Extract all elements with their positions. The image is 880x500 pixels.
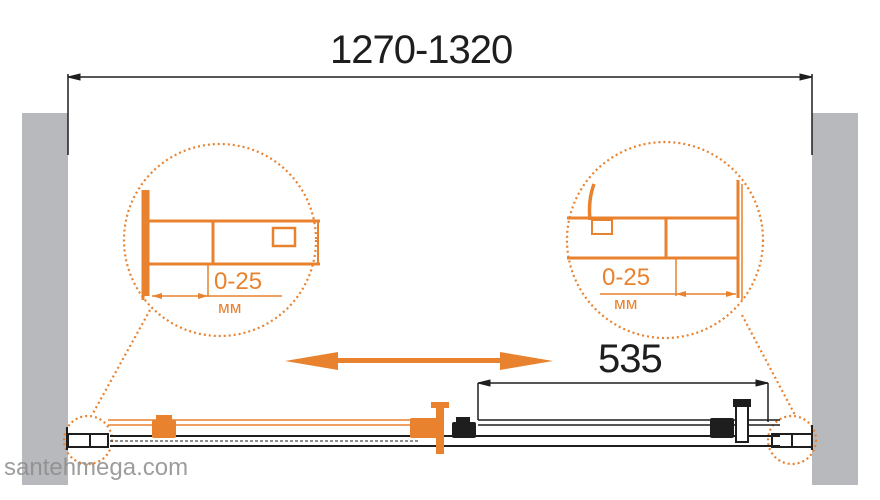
roller-center xyxy=(410,402,449,454)
right-wall xyxy=(812,113,858,485)
right-wall-profile xyxy=(771,425,813,450)
right-profile-detail xyxy=(567,180,743,300)
watermark: santehmega.com xyxy=(4,454,189,481)
left-wall-profile xyxy=(66,427,109,450)
overall-dimension-line xyxy=(67,73,813,155)
right-detail-magnifier xyxy=(565,140,818,466)
overall-width-label: 1270-1320 xyxy=(330,28,513,72)
left-adjustment-unit: мм xyxy=(218,298,242,317)
left-detail-magnifier xyxy=(62,142,318,466)
opening-dimension-line xyxy=(477,379,769,422)
left-profile-detail xyxy=(141,190,320,300)
left-wall xyxy=(22,113,68,485)
roller-dark-right xyxy=(710,418,734,438)
opening-width-label: 535 xyxy=(598,337,663,381)
right-adjustment-unit: мм xyxy=(614,294,638,313)
left-adjustment-range: 0-25 xyxy=(214,268,263,295)
roller-left xyxy=(152,415,176,438)
door-rails xyxy=(110,419,780,447)
roller-dark-left xyxy=(452,417,476,438)
right-adjustment-range: 0-25 xyxy=(602,264,651,291)
handle-right xyxy=(733,399,751,443)
slide-direction-arrow xyxy=(285,352,553,370)
